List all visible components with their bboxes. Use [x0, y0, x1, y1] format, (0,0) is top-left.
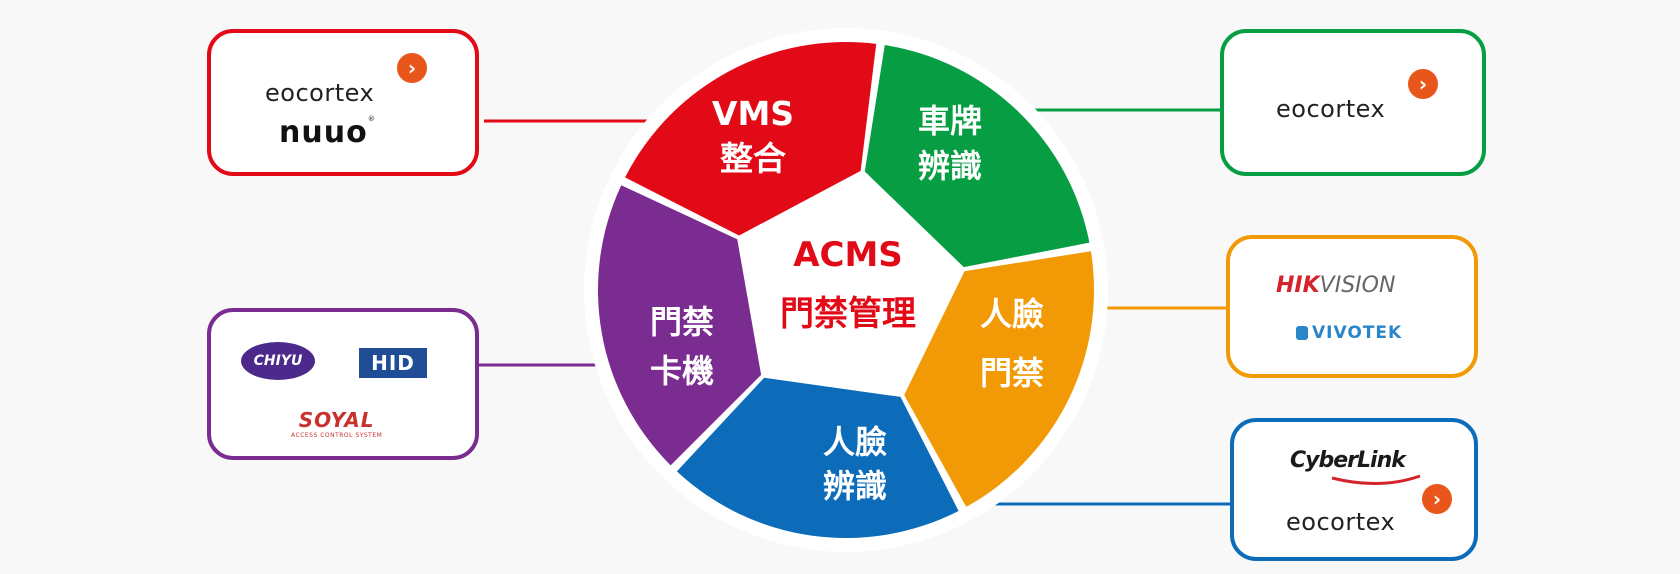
segment-vms-label-2: 整合: [720, 139, 786, 178]
chevron-right-icon: ›: [1422, 484, 1452, 514]
chevron-right-icon: ›: [1408, 69, 1438, 99]
vivotek-logo: VIVOTEK: [1296, 323, 1402, 343]
chiyu-logo: CHIYU: [241, 342, 315, 380]
center-subtitle: 門禁管理: [780, 294, 916, 334]
segment-face-access-label-2: 門禁: [980, 354, 1044, 392]
partner-box-vms: eocortex › nuuo®: [207, 29, 479, 176]
hikvision-logo: HIKVISION: [1276, 273, 1396, 298]
segment-lpr-label-2: 辨識: [918, 147, 982, 185]
cyberlink-logo: CyberLink: [1290, 448, 1406, 473]
eocortex-logo: eocortex: [1276, 95, 1386, 123]
center-title: ACMS: [793, 235, 903, 275]
segment-face-recognition: [676, 377, 959, 538]
segment-vms: [625, 42, 877, 236]
hid-logo: HID: [359, 348, 427, 378]
cyberlink-swoosh-icon: [1331, 474, 1421, 485]
segment-card-reader-label-1: 門禁: [650, 303, 714, 341]
partner-box-lpr: eocortex ›: [1220, 29, 1486, 176]
segment-face-recognition-label-1: 人臉: [823, 423, 887, 461]
partner-box-card-reader: CHIYU HID SOYAL ACCESS CONTROL SYSTEM: [207, 308, 479, 460]
eocortex-logo: eocortex: [265, 79, 375, 107]
segment-card-reader: [597, 185, 762, 466]
nuuo-logo: nuuo®: [279, 115, 376, 150]
segment-vms-label-1: VMS: [712, 94, 794, 133]
chevron-right-icon: ›: [397, 53, 427, 83]
soyal-logo: SOYAL ACCESS CONTROL SYSTEM: [291, 408, 383, 439]
eocortex-logo: eocortex: [1286, 508, 1396, 536]
segment-face-access-label-1: 人臉: [980, 295, 1044, 333]
partner-box-face-access: HIKVISION VIVOTEK: [1226, 235, 1478, 378]
camera-icon: [1296, 326, 1308, 340]
segment-lpr: [864, 45, 1090, 268]
segment-lpr-label-1: 車牌: [918, 102, 982, 140]
segment-face-recognition-label-2: 辨識: [823, 467, 887, 505]
partner-box-face-recognition: CyberLink eocortex ›: [1230, 418, 1478, 561]
segment-card-reader-label-2: 卡機: [650, 352, 714, 390]
segment-face-access: [904, 251, 1094, 507]
